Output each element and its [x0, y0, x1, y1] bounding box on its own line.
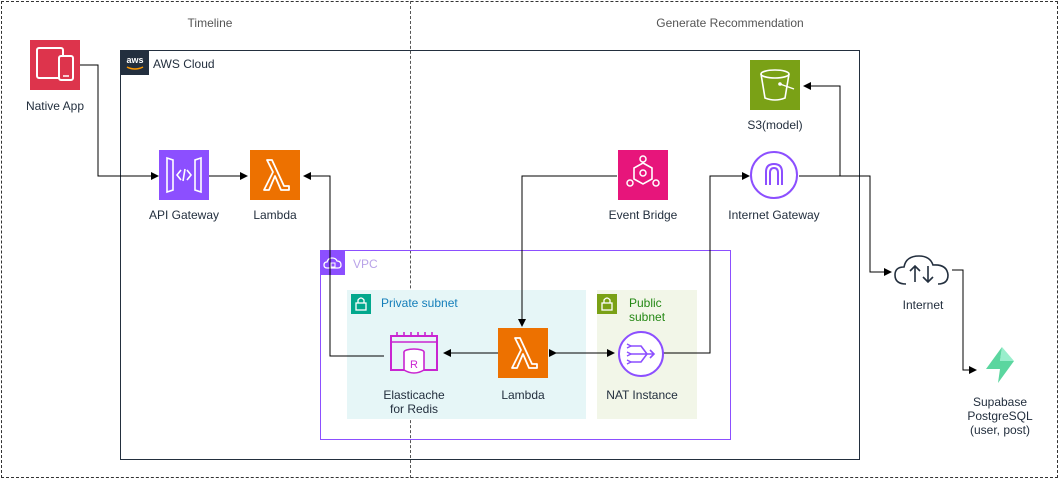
vpc-icon — [321, 251, 345, 275]
lock-icon — [597, 294, 617, 314]
aws-cloud-group: aws AWS Cloud — [120, 50, 860, 460]
section-divider — [410, 1, 411, 478]
supabase-label-line2: PostgreSQL — [967, 409, 1033, 423]
nat-instance-icon[interactable] — [617, 330, 665, 378]
public-subnet-label-line2: subnet — [629, 310, 666, 324]
s3-bucket-icon[interactable] — [750, 60, 800, 110]
aws-cloud-label: AWS Cloud — [153, 57, 215, 71]
lock-icon — [351, 294, 371, 314]
event-bridge-label: Event Bridge — [608, 208, 678, 222]
elasticache-label-line2: for Redis — [389, 402, 439, 416]
nat-label: NAT Instance — [606, 388, 678, 402]
edge-nat-to-igw — [657, 172, 750, 357]
api-gateway-icon[interactable] — [159, 150, 209, 200]
event-bridge-icon[interactable] — [618, 150, 668, 200]
svg-text:R: R — [410, 359, 418, 371]
elasticache-redis-icon[interactable]: R — [387, 330, 441, 380]
native-app-label: Native App — [25, 99, 85, 113]
supabase-label: Supabase PostgreSQL (user, post) — [955, 395, 1045, 437]
private-subnet-label: Private subnet — [381, 296, 458, 310]
lambda-api-label: Lambda — [253, 208, 297, 222]
internet-gateway-label: Internet Gateway — [728, 208, 820, 222]
edge-redis-to-lambda-api — [303, 172, 384, 357]
edge-internet-to-supabase — [952, 269, 977, 374]
supabase-logo-icon[interactable] — [983, 345, 1017, 385]
supabase-label-line3: (user, post) — [969, 423, 1031, 437]
api-gateway-label: API Gateway — [148, 208, 220, 222]
lambda-icon[interactable] — [250, 150, 300, 200]
lambda-vpc-label: Lambda — [501, 388, 545, 402]
aws-logo-icon: aws — [121, 51, 149, 75]
lambda-icon[interactable] — [498, 328, 548, 378]
supabase-label-line1: Supabase — [972, 395, 1028, 409]
internet-cloud-icon[interactable] — [892, 250, 952, 290]
edge-eventbridge-to-lambda — [518, 175, 617, 327]
edge-app-to-apigw — [80, 64, 159, 180]
mobile-devices-icon[interactable] — [30, 40, 80, 90]
elasticache-label-line1: Elasticache — [383, 388, 445, 402]
public-subnet-label-line1: Public — [629, 296, 662, 310]
section-title-generate: Generate Recommendation — [656, 16, 804, 30]
s3-label: S3(model) — [747, 118, 803, 132]
section-title-timeline: Timeline — [187, 16, 233, 30]
elasticache-label: Elasticache for Redis — [364, 388, 464, 416]
svg-text:aws: aws — [126, 55, 143, 65]
vpc-label: VPC — [353, 257, 378, 271]
internet-gateway-icon[interactable] — [749, 150, 799, 200]
edge-igw-to-internet — [799, 175, 892, 276]
internet-label: Internet — [902, 298, 944, 312]
public-subnet-label: Public subnet — [629, 296, 665, 324]
